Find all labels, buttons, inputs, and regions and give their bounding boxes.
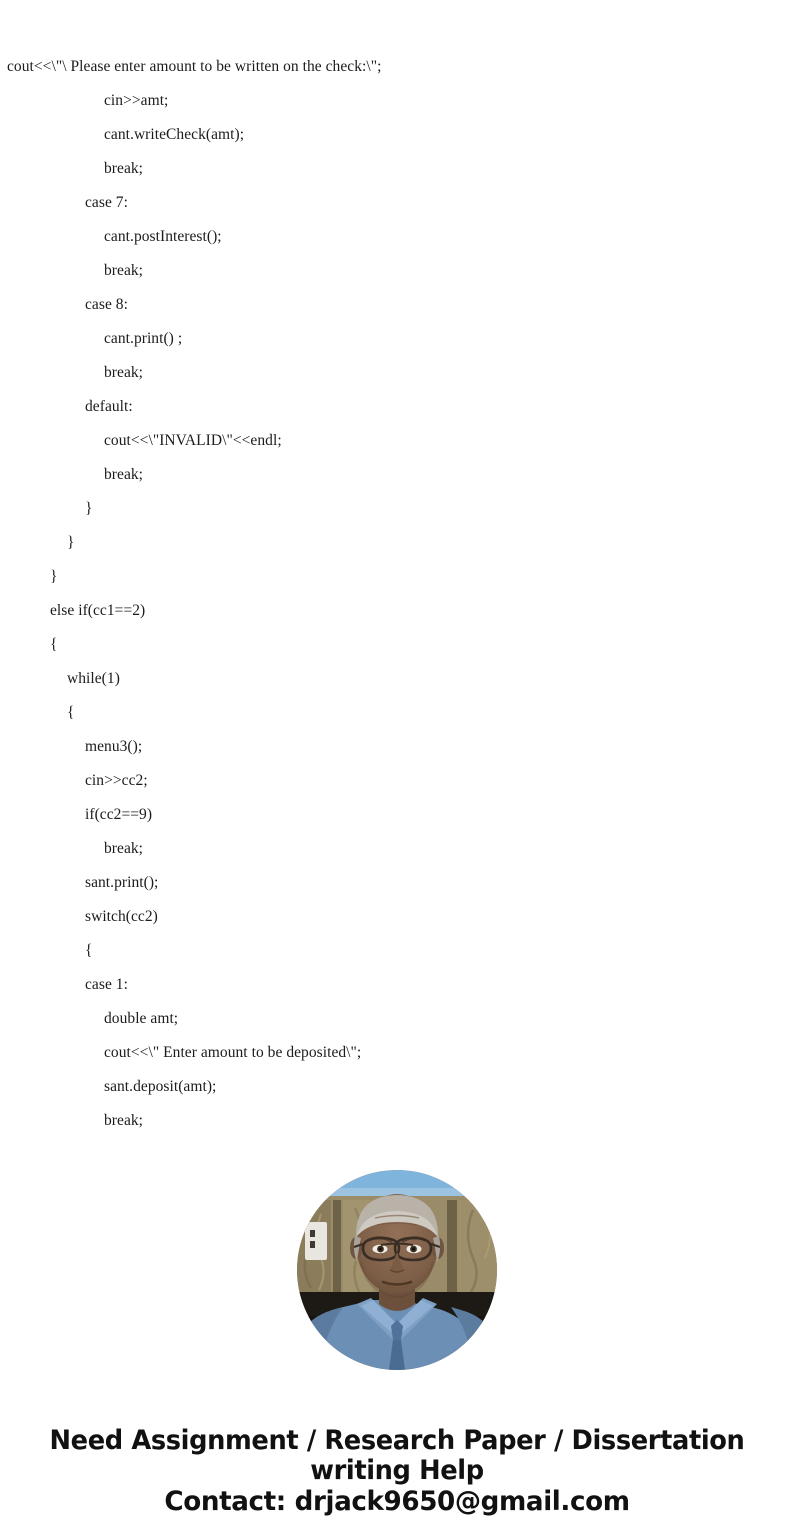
code-line: } [50,568,58,585]
code-line: switch(cc2) [85,908,158,925]
promo-line-1: Need Assignment / Research Paper / Disse… [49,1425,745,1456]
promo-line-2: writing Help [310,1455,484,1486]
code-line: cant.print() ; [104,330,183,347]
code-line: case 1: [85,976,128,993]
code-line: break; [104,466,144,483]
code-line: cin>>amt; [104,92,169,109]
code-line: } [85,500,93,517]
portrait-photo [297,1170,497,1370]
code-line: break; [104,160,144,177]
code-line: else if(cc1==2) [50,602,146,619]
code-line: break; [104,1112,144,1129]
code-line: } [67,534,75,551]
code-line: { [85,942,93,959]
code-line: while(1) [67,670,120,687]
code-line: case 8: [85,296,128,313]
avatar [297,1170,497,1370]
code-line: break; [104,262,144,279]
code-line: { [50,636,58,653]
code-line: cant.writeCheck(amt); [104,126,245,143]
code-line: if(cc2==9) [85,806,153,823]
promo-line-3: Contact: drjack9650@gmail.com [164,1486,630,1517]
code-line: break; [104,364,144,381]
code-line: cin>>cc2; [85,772,148,789]
code-line: break; [104,840,144,857]
code-line: case 7: [85,194,128,211]
portrait-block [0,1170,794,1370]
code-line: menu3(); [85,738,143,755]
code-line: cout<<\" Enter amount to be deposited\"; [104,1044,362,1061]
code-listing: cout<<\"\ Please enter amount to be writ… [7,58,382,1129]
code-line: cout<<\"\ Please enter amount to be writ… [7,58,382,75]
code-line: sant.print(); [85,874,159,891]
code-line: double amt; [104,1010,179,1027]
code-line: default: [85,398,133,415]
promo-block: Need Assignment / Research Paper / Disse… [0,1426,794,1517]
code-line: sant.deposit(amt); [104,1078,217,1095]
code-line: cout<<\"INVALID\"<<endl; [104,432,282,449]
code-line: { [67,704,75,721]
code-line: cant.postInterest(); [104,228,222,245]
